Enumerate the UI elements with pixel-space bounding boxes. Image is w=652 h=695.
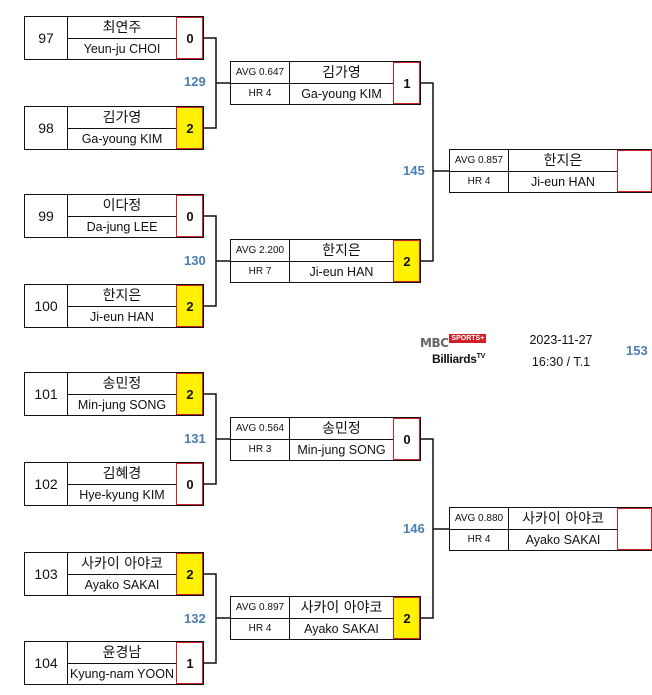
r2-entry-song-minjung: AVG 0.564 HR 3 송민정 Min-jung SONG 0 (230, 417, 421, 461)
player-name-kr: 사카이 아야코 (509, 508, 617, 530)
player-name-en: Ji-eun HAN (90, 309, 154, 324)
score-cell: 1 (393, 62, 420, 104)
r2-entry-sakai-ayako: AVG 0.897 HR 4 사카이 아야코 Ayako SAKAI 2 (230, 596, 421, 640)
hr-stat: HR 7 (248, 266, 272, 278)
avg-stat: AVG 2.200 (231, 240, 289, 262)
r3-entry-han-jieun: AVG 0.857 HR 4 한지은 Ji-eun HAN (449, 149, 652, 193)
match-number-131: 131 (184, 431, 206, 446)
r2-entry-kim-gayoung: AVG 0.647 HR 4 김가영 Ga-young KIM 1 (230, 61, 421, 105)
avg-stat: AVG 0.647 (231, 62, 289, 84)
player-name-kr: 사카이 아야코 (68, 553, 176, 575)
match-number-130: 130 (184, 253, 206, 268)
logo-tv: TV (476, 353, 486, 360)
player-name-kr: 송민정 (68, 373, 176, 395)
hr-stat: HR 4 (248, 623, 272, 635)
r1-entry-103: 103 사카이 아야코 Ayako SAKAI 2 (24, 552, 204, 596)
score-cell-winner: 2 (176, 553, 203, 595)
score-cell: 0 (176, 463, 203, 505)
match-number-146: 146 (403, 521, 425, 536)
avg-stat: AVG 0.564 (231, 418, 289, 440)
match-number-145: 145 (403, 163, 425, 178)
player-name-kr: 최연주 (68, 17, 176, 39)
seed-number: 103 (25, 553, 68, 595)
score-cell: 0 (393, 418, 420, 460)
player-name-en: Ayako SAKAI (304, 621, 379, 636)
score-cell: 1 (176, 642, 203, 684)
score-cell (617, 508, 652, 550)
player-name-kr: 한지은 (290, 240, 393, 262)
r3-entry-sakai-ayako: AVG 0.880 HR 4 사카이 아야코 Ayako SAKAI (449, 507, 652, 551)
player-name-en: Ga-young KIM (81, 131, 163, 146)
player-name-en: Ga-young KIM (301, 86, 382, 101)
score-cell-winner: 2 (176, 373, 203, 415)
player-name-kr: 한지은 (68, 285, 176, 307)
player-name-en: Ji-eun HAN (309, 264, 374, 279)
logo-billiards: BilliardsTV (432, 352, 506, 366)
score-cell-winner: 2 (393, 240, 420, 282)
player-name-en: Kyung-nam YOON (70, 666, 174, 681)
score-cell (617, 150, 652, 192)
seed-number: 98 (25, 107, 68, 149)
player-name-kr: 이다정 (68, 195, 176, 217)
match-number-153: 153 (626, 343, 648, 358)
score-cell-winner: 2 (393, 597, 420, 639)
r1-entry-102: 102 김혜경 Hye-kyung KIM 0 (24, 462, 204, 506)
r2-entry-han-jieun: AVG 2.200 HR 7 한지은 Ji-eun HAN 2 (230, 239, 421, 283)
hr-stat: HR 4 (467, 176, 491, 188)
r1-entry-104: 104 윤경남 Kyung-nam YOON 1 (24, 641, 204, 685)
avg-stat: AVG 0.880 (450, 508, 508, 530)
score-cell: 0 (176, 17, 203, 59)
player-name-en: Da-jung LEE (86, 219, 158, 234)
seed-number: 99 (25, 195, 68, 237)
hr-stat: HR 4 (248, 88, 272, 100)
match-date: 2023-11-27 (529, 333, 593, 347)
r1-entry-99: 99 이다정 Da-jung LEE 0 (24, 194, 204, 238)
player-name-en: Hye-kyung KIM (79, 487, 165, 502)
player-name-en: Min-jung SONG (77, 397, 167, 412)
hr-stat: HR 3 (248, 444, 272, 456)
match-number-132: 132 (184, 611, 206, 626)
match-time-table: 16:30 / T.1 (531, 355, 591, 369)
match-number-129: 129 (184, 74, 206, 89)
player-name-en: Min-jung SONG (297, 442, 386, 457)
logo-mbc: MBC (420, 336, 449, 350)
seed-number: 104 (25, 642, 68, 684)
player-name-kr: 김가영 (290, 62, 393, 84)
player-name-kr: 김혜경 (68, 463, 176, 485)
player-name-kr: 한지은 (509, 150, 617, 172)
score-cell-winner: 2 (176, 107, 203, 149)
seed-number: 102 (25, 463, 68, 505)
logo-sports: SPORTS+ (449, 334, 487, 343)
seed-number: 101 (25, 373, 68, 415)
r1-entry-98: 98 김가영 Ga-young KIM 2 (24, 106, 204, 150)
player-name-en: Ji-eun HAN (531, 174, 595, 189)
player-name-en: Yeun-ju CHOI (83, 41, 161, 56)
r1-entry-101: 101 송민정 Min-jung SONG 2 (24, 372, 204, 416)
player-name-kr: 사카이 아야코 (290, 597, 393, 619)
hr-stat: HR 4 (467, 534, 491, 546)
avg-stat: AVG 0.857 (450, 150, 508, 172)
player-name-en: Ayako SAKAI (525, 532, 601, 547)
r1-entry-100: 100 한지은 Ji-eun HAN 2 (24, 284, 204, 328)
avg-stat: AVG 0.897 (231, 597, 289, 619)
player-name-kr: 김가영 (68, 107, 176, 129)
player-name-kr: 윤경남 (68, 642, 176, 664)
logo-billiards-text: Billiards (432, 352, 477, 366)
score-cell: 0 (176, 195, 203, 237)
player-name-kr: 송민정 (290, 418, 393, 440)
seed-number: 100 (25, 285, 68, 327)
score-cell-winner: 2 (176, 285, 203, 327)
r1-entry-97: 97 최연주 Yeun-ju CHOI 0 (24, 16, 204, 60)
player-name-en: Ayako SAKAI (84, 577, 160, 592)
seed-number: 97 (25, 17, 68, 59)
